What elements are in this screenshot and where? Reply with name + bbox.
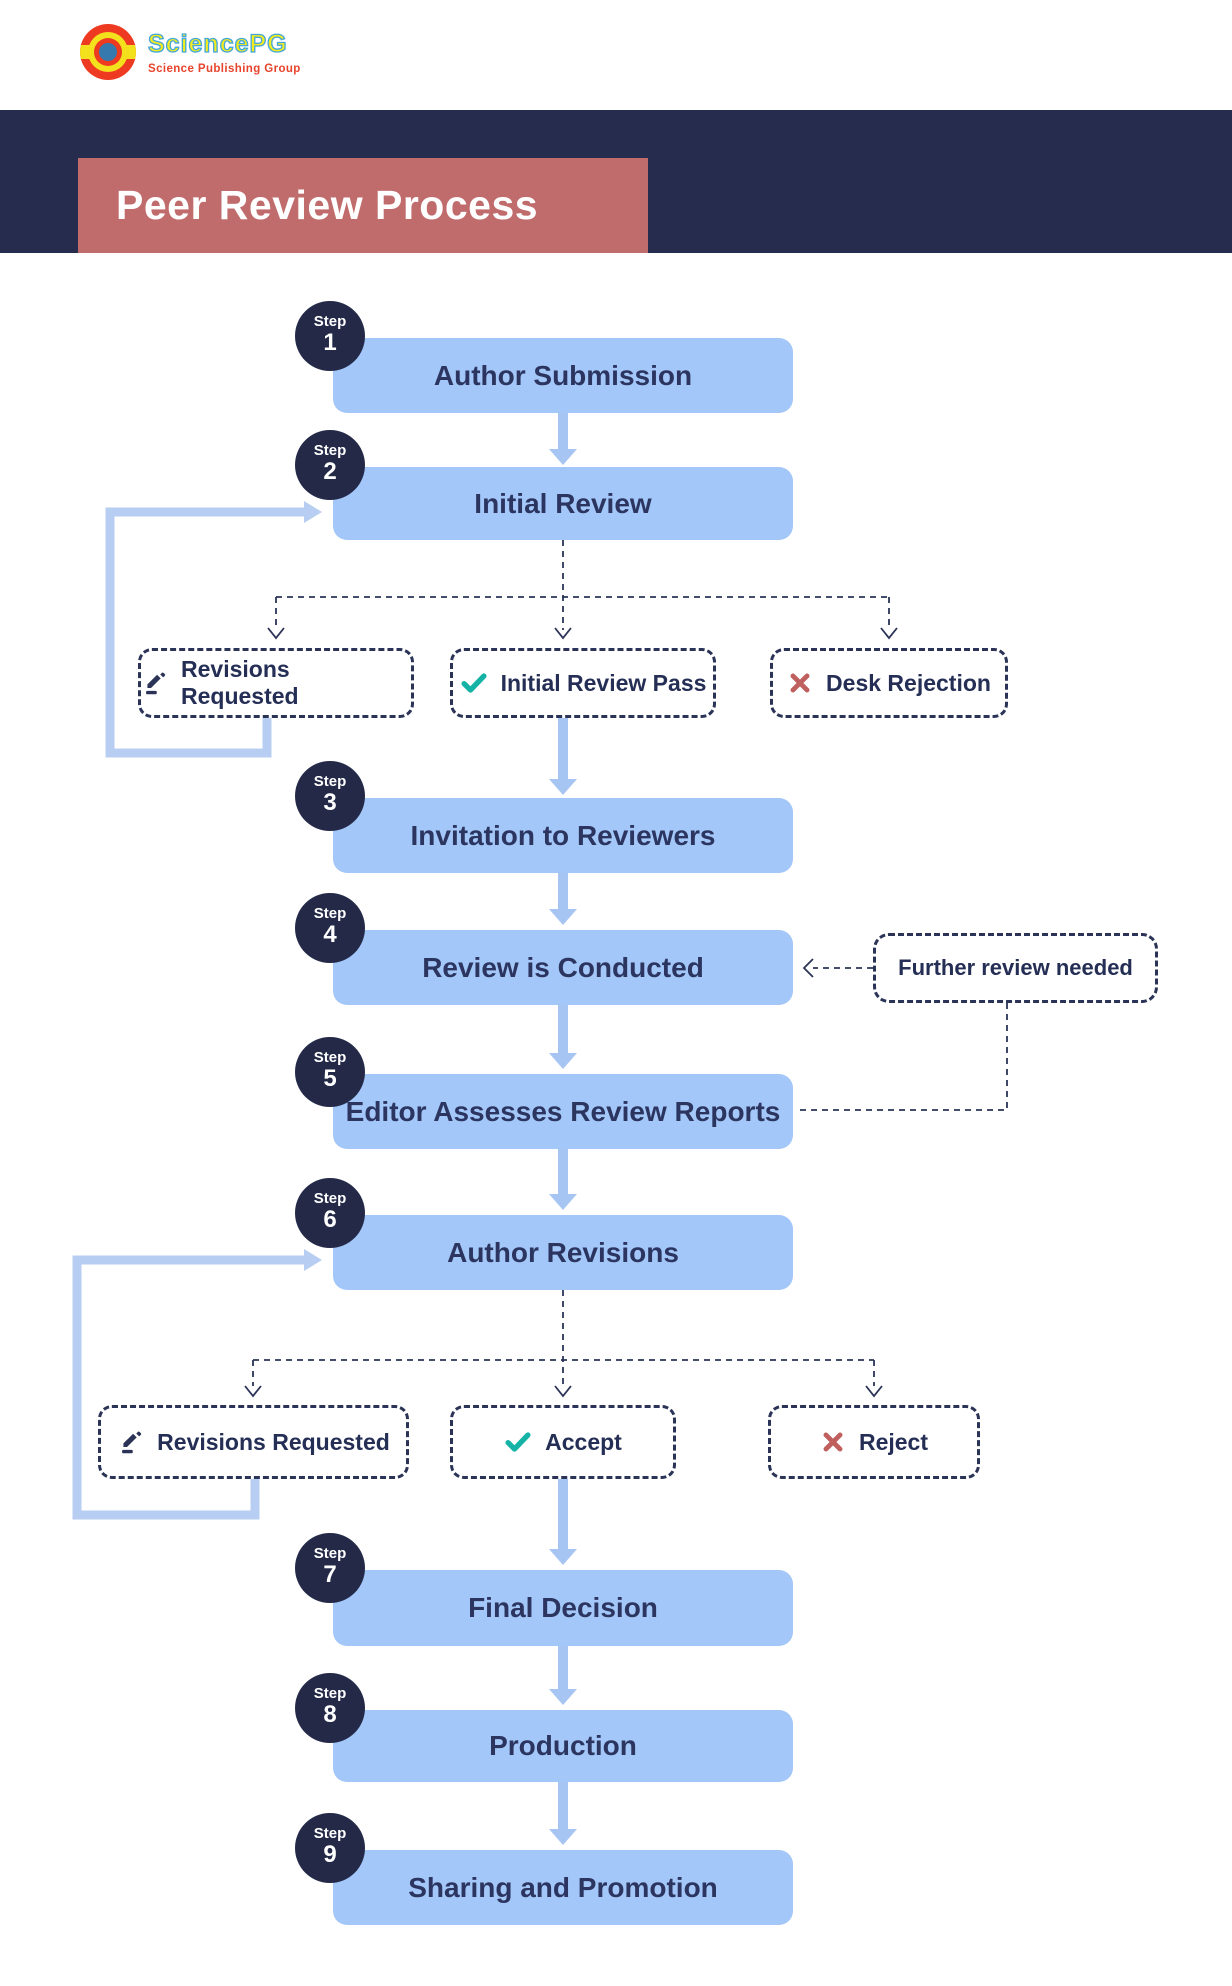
step-number: 2 bbox=[323, 458, 337, 486]
step-circle-2: Step 2 bbox=[295, 430, 365, 500]
note-label: Further review needed bbox=[898, 955, 1133, 980]
step-number: 4 bbox=[323, 921, 337, 949]
step-circle-5: Step 5 bbox=[295, 1037, 365, 1107]
step-number: 7 bbox=[323, 1561, 337, 1589]
decision-label: Desk Rejection bbox=[826, 669, 991, 696]
step-label: Step bbox=[313, 1545, 347, 1563]
step-circle-1: Step 1 bbox=[295, 301, 365, 371]
sciencepg-logo-icon bbox=[80, 24, 136, 80]
top-white-band bbox=[0, 0, 1232, 110]
step-number: 8 bbox=[323, 1701, 337, 1729]
step-label: Step bbox=[313, 1049, 347, 1067]
decision-revisions-requested-1: Revisions Requested bbox=[138, 648, 414, 718]
step-number: 6 bbox=[323, 1206, 337, 1234]
step-label: Step bbox=[313, 905, 347, 923]
decision-label: Revisions Requested bbox=[157, 1428, 390, 1455]
step-label: Step bbox=[313, 1685, 347, 1703]
step-box-author-submission: Author Submission bbox=[333, 338, 793, 413]
loop-revisions-to-initial-review bbox=[105, 507, 304, 758]
x-icon bbox=[820, 1429, 846, 1455]
step-number: 5 bbox=[323, 1065, 337, 1093]
step-circle-9: Step 9 bbox=[295, 1813, 365, 1883]
decision-label: Initial Review Pass bbox=[500, 669, 707, 696]
brand-tagline: Science Publishing Group bbox=[148, 62, 301, 75]
step-circle-6: Step 6 bbox=[295, 1178, 365, 1248]
decision-label: Accept bbox=[545, 1428, 622, 1455]
pencil-icon bbox=[117, 1429, 144, 1456]
note-further-review-needed: Further review needed bbox=[873, 933, 1158, 1003]
decision-initial-review-pass: Initial Review Pass bbox=[450, 648, 716, 718]
decision-label: Reject bbox=[858, 1428, 929, 1455]
step-circle-4: Step 4 bbox=[295, 893, 365, 963]
step-label: Step bbox=[313, 313, 347, 331]
page-title-banner: Peer Review Process bbox=[78, 158, 648, 253]
step-circle-8: Step 8 bbox=[295, 1673, 365, 1743]
step-label: Step bbox=[313, 1190, 347, 1208]
step-box-editor-assesses: Editor Assesses Review Reports bbox=[333, 1074, 793, 1149]
dashed-branches bbox=[252, 540, 1008, 1388]
decision-accept: Accept bbox=[450, 1405, 676, 1479]
decision-label: Revisions Requested bbox=[181, 656, 299, 709]
step-box-sharing-promotion: Sharing and Promotion bbox=[333, 1850, 793, 1925]
step-circle-7: Step 7 bbox=[295, 1533, 365, 1603]
brand-name: SciencePG bbox=[147, 29, 288, 58]
step-label: Step bbox=[313, 1825, 347, 1843]
dashed-arrowheads bbox=[244, 627, 898, 1398]
step-number: 3 bbox=[323, 789, 337, 817]
decision-revisions-requested-2: Revisions Requested bbox=[98, 1405, 409, 1479]
pencil-icon bbox=[141, 670, 168, 697]
page-title: Peer Review Process bbox=[116, 182, 539, 228]
revision-loops bbox=[72, 501, 322, 1520]
x-icon bbox=[787, 670, 813, 696]
step-label: Step bbox=[313, 773, 347, 791]
main-flow-arrows bbox=[549, 413, 577, 1845]
step-box-production: Production bbox=[333, 1710, 793, 1782]
step-box-review-is-conducted: Review is Conducted bbox=[333, 930, 793, 1005]
check-icon bbox=[460, 669, 488, 697]
step-box-invitation-to-reviewers: Invitation to Reviewers bbox=[333, 798, 793, 873]
step-number: 1 bbox=[323, 329, 337, 357]
logo-text: SciencePG Science Publishing Group bbox=[147, 29, 301, 75]
step-box-initial-review: Initial Review bbox=[333, 467, 793, 540]
step-box-author-revisions: Author Revisions bbox=[333, 1215, 793, 1290]
loop-revisions-to-author-revisions bbox=[72, 1255, 304, 1520]
sciencepg-logo: SciencePG Science Publishing Group bbox=[80, 24, 301, 80]
step-box-final-decision: Final Decision bbox=[333, 1570, 793, 1646]
editor-to-further-review-line bbox=[795, 1003, 1008, 1111]
step-circle-3: Step 3 bbox=[295, 761, 365, 831]
decision-desk-rejection: Desk Rejection bbox=[770, 648, 1008, 718]
step-number: 9 bbox=[323, 1841, 337, 1869]
decision-reject: Reject bbox=[768, 1405, 980, 1479]
step-label: Step bbox=[313, 442, 347, 460]
check-icon bbox=[504, 1428, 532, 1456]
